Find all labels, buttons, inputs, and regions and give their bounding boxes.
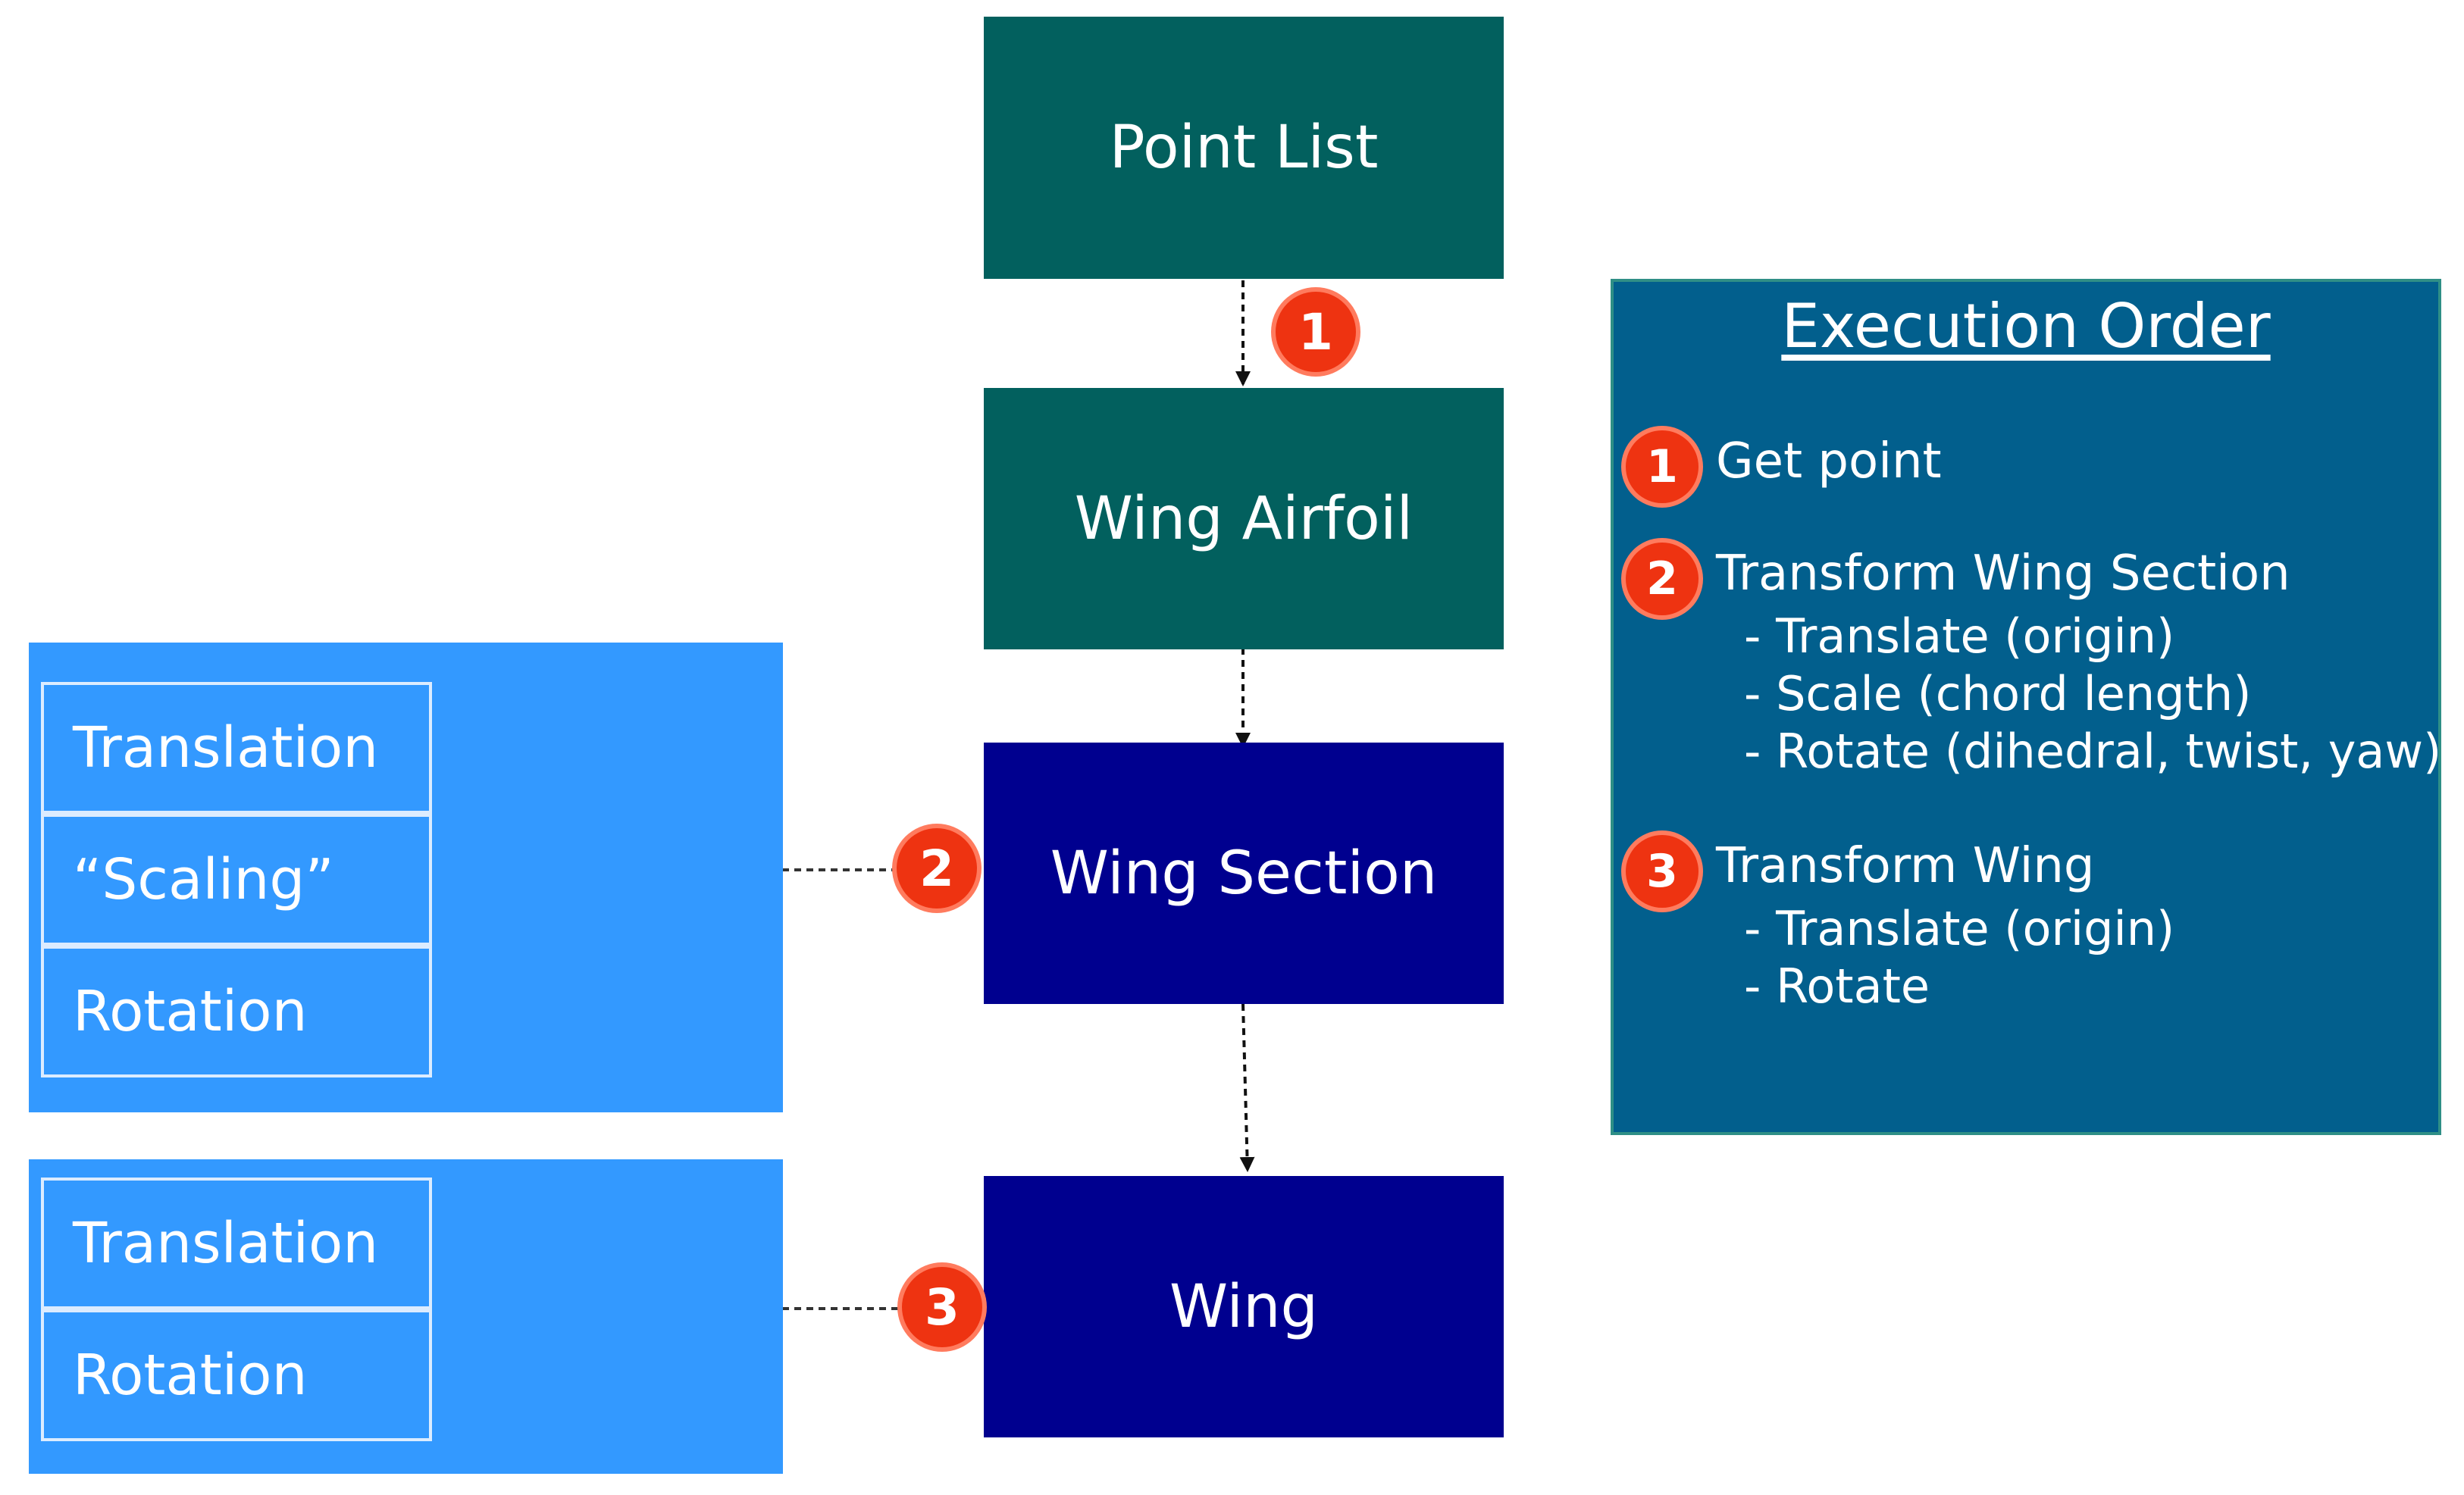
section-rotation-cell: Rotation [41, 946, 432, 1077]
wing-rotation-cell: Rotation [41, 1309, 432, 1441]
wing-transform-panel: Translation Rotation [29, 1159, 783, 1474]
order-badge-3: 3 [1626, 835, 1699, 908]
node-point-list: Point List [984, 17, 1504, 279]
order-step-title: Transform Wing [1716, 838, 2095, 894]
badge-step-3: 3 [902, 1267, 982, 1347]
order-step-title: Transform Wing Section [1716, 546, 2290, 602]
order-step-item: - Scale (chord length) [1744, 666, 2252, 721]
execution-order-title: Execution Order [1781, 291, 2271, 361]
section-translation-cell: Translation [41, 682, 432, 814]
section-transform-panel: Translation “Scaling” Rotation [29, 643, 783, 1112]
order-step-items: - Translate (origin) - Scale (chord leng… [1744, 608, 2441, 780]
order-step-item: - Rotate [1744, 959, 1930, 1014]
node-wing: Wing [984, 1176, 1504, 1437]
order-step-items: - Translate (origin) - Rotate [1744, 900, 2174, 1015]
order-step-item: - Translate (origin) [1744, 901, 2175, 956]
badge-step-2: 2 [897, 828, 977, 909]
order-badge-2: 2 [1626, 543, 1699, 615]
order-badge-1: 1 [1626, 430, 1699, 503]
badge-step-1: 1 [1276, 292, 1356, 372]
order-step-title: Get point [1716, 433, 1942, 489]
node-wing-section: Wing Section [984, 743, 1504, 1004]
order-step-item: - Rotate (dihedral, twist, yaw) [1744, 724, 2442, 779]
node-wing-airfoil: Wing Airfoil [984, 388, 1504, 649]
order-step-item: - Translate (origin) [1744, 608, 2175, 664]
execution-order-panel: Execution Order 1 Get point 2 Transform … [1611, 279, 2441, 1135]
arrow-section-to-wing [1239, 1003, 1255, 1172]
wing-translation-cell: Translation [41, 1178, 432, 1309]
section-scaling-cell: “Scaling” [41, 814, 432, 946]
